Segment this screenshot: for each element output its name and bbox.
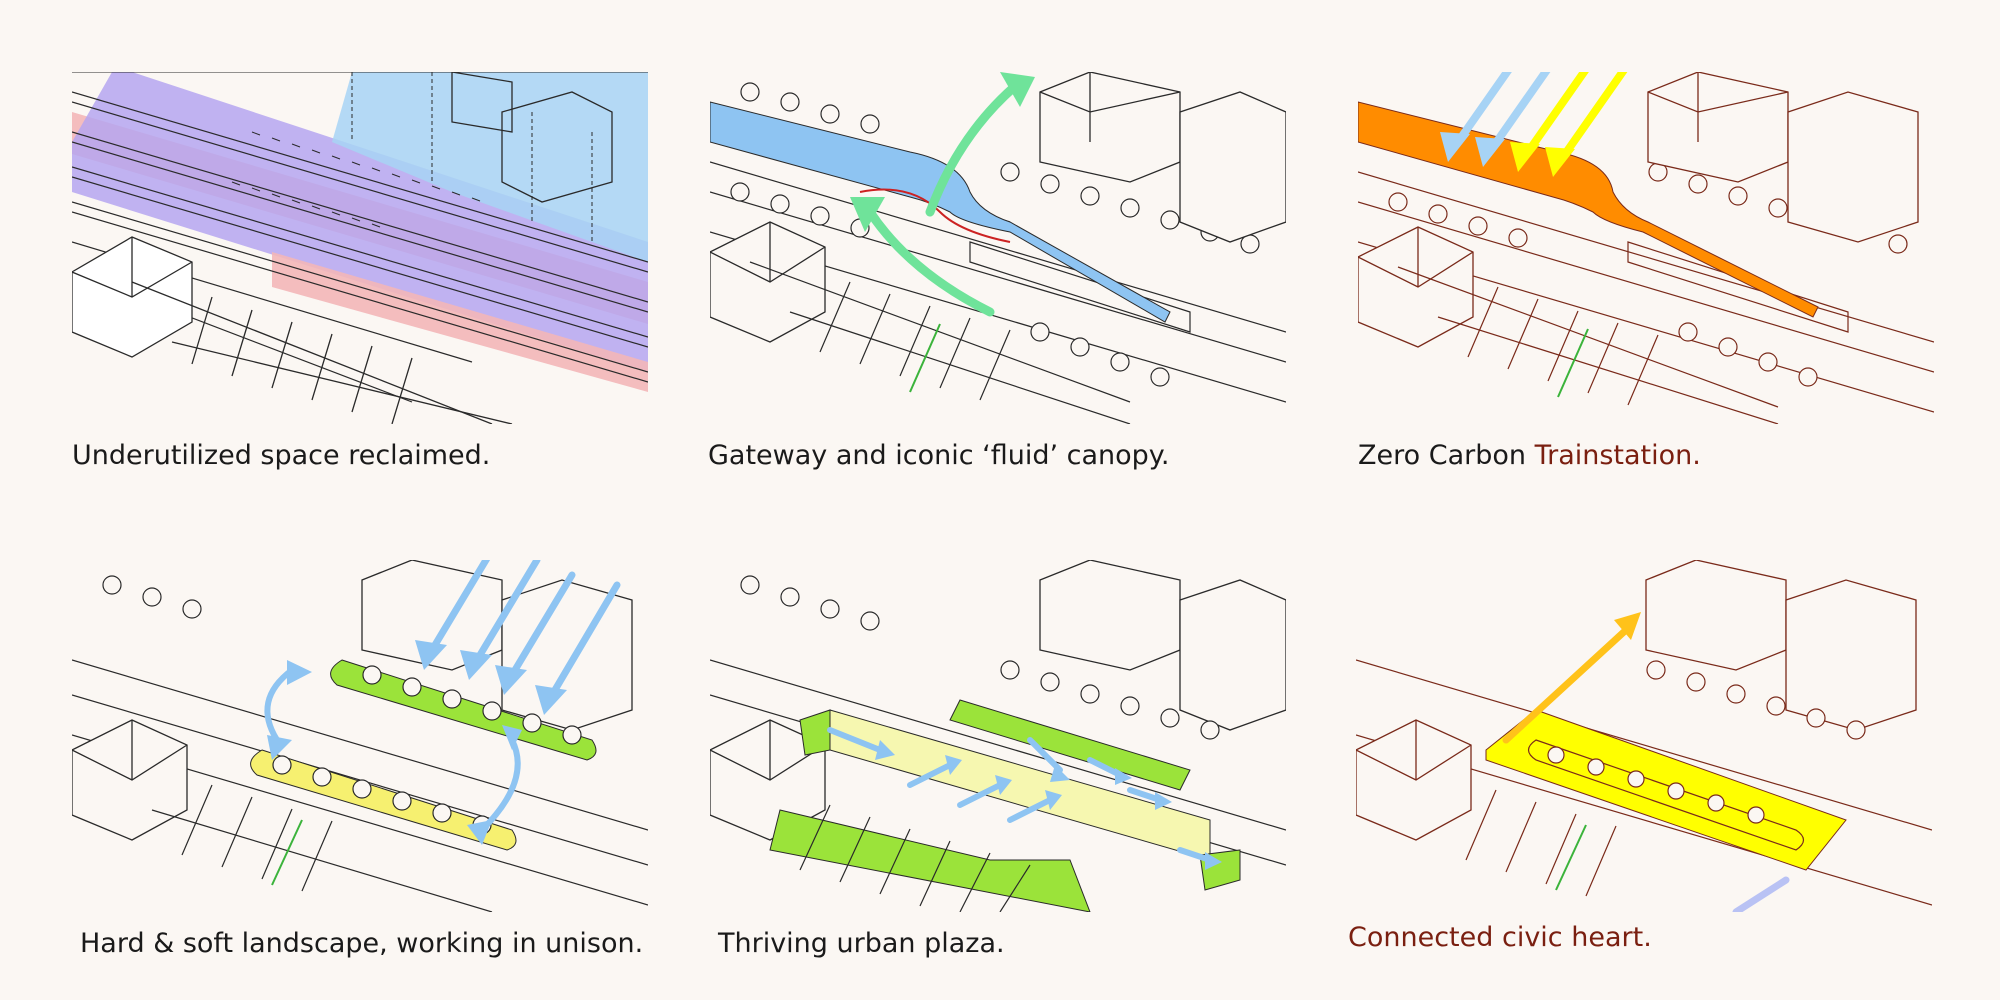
sky-zone xyxy=(332,72,648,262)
sunlight-arrows xyxy=(1454,72,1628,161)
plaza-grid xyxy=(1465,789,1617,897)
plaza-grid xyxy=(799,804,1031,912)
caption-fluid-canopy: Gateway and iconic ‘fluid’ canopy. xyxy=(708,440,1170,471)
lime-soft-strip xyxy=(330,659,597,761)
buildings xyxy=(1356,560,1917,841)
lime-plaza-base xyxy=(769,809,1091,912)
panel-zero-carbon xyxy=(1358,72,1934,424)
diagram-hard-soft-landscape xyxy=(72,560,648,912)
caption-civic-heart: Connected civic heart. xyxy=(1348,922,1652,953)
lime-raised-plaza xyxy=(949,699,1191,791)
caption-hard-soft-landscape: Hard & soft landscape, working in unison… xyxy=(80,928,644,959)
diagram-urban-plaza xyxy=(710,560,1286,912)
diagram-zero-carbon xyxy=(1358,72,1934,424)
orange-canopy xyxy=(1358,101,1819,318)
link-arrows xyxy=(264,667,521,833)
panel-fluid-canopy xyxy=(710,72,1286,424)
plaza-grid xyxy=(1397,266,1779,424)
plaza-grid xyxy=(151,784,493,912)
caption-zero-carbon-part1: Zero Carbon xyxy=(1358,440,1535,471)
diagram-fluid-canopy xyxy=(710,72,1286,424)
plaza-grid xyxy=(749,261,1131,424)
panel-civic-heart xyxy=(1356,560,1932,912)
caption-urban-plaza: Thriving urban plaza. xyxy=(718,928,1005,959)
panel-hard-soft-landscape xyxy=(72,560,648,912)
caption-civic-heart-part1: Connected civic xyxy=(1348,922,1572,953)
street-lines xyxy=(710,131,1286,403)
platform-ties xyxy=(231,131,481,228)
panel-underutilized-space xyxy=(72,72,648,424)
panel-urban-plaza xyxy=(710,560,1286,912)
diagram-civic-heart xyxy=(1356,560,1932,912)
trees xyxy=(102,575,582,835)
sun-arrows xyxy=(428,560,621,699)
trees xyxy=(740,575,1220,740)
plaza-grid xyxy=(131,281,513,424)
trees xyxy=(1547,660,1866,824)
buildings xyxy=(72,72,613,358)
civic-arrows xyxy=(1502,626,1790,912)
caption-underutilized-space: Underutilized space reclaimed. xyxy=(72,440,491,471)
buildings xyxy=(1358,72,1919,348)
buildings xyxy=(710,72,1286,343)
yellow-civic-zone xyxy=(1485,709,1847,871)
diagram-underutilized-space xyxy=(72,72,648,424)
purple-zone xyxy=(72,72,648,372)
dashed-footprints xyxy=(351,72,593,242)
pink-lower-zone xyxy=(272,252,648,392)
caption-civic-heart-part2: heart. xyxy=(1571,922,1652,953)
caption-zero-carbon: Zero Carbon Trainstation. xyxy=(1358,440,1701,471)
gateway-arrows xyxy=(865,77,1025,317)
caption-zero-carbon-part2: Trainstation. xyxy=(1534,440,1701,471)
buildings xyxy=(710,560,1286,841)
